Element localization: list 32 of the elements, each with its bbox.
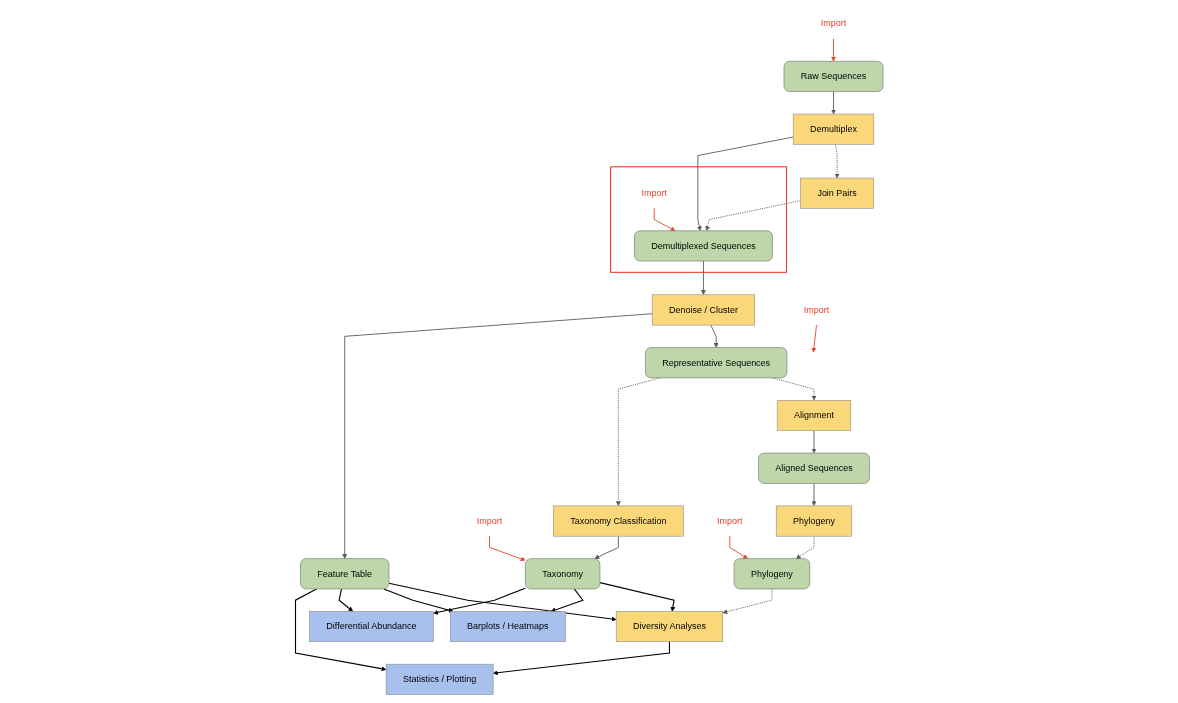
arrow (338, 588, 353, 612)
node-box (792, 113, 874, 145)
node-box (757, 452, 870, 484)
node-box (733, 558, 810, 590)
node-box (775, 505, 852, 537)
node-text: Import (820, 18, 846, 29)
arrow (550, 588, 584, 613)
arrow (294, 588, 387, 672)
node-box (644, 347, 787, 379)
node-box (651, 294, 755, 326)
node-box (524, 558, 600, 590)
node-box (800, 177, 874, 209)
arrow (388, 582, 617, 622)
node-box (783, 61, 884, 92)
node-box (299, 558, 389, 590)
arrow (599, 582, 676, 612)
arrow (432, 587, 526, 615)
arrow (492, 641, 670, 676)
node-box (776, 400, 851, 431)
node-box (552, 505, 684, 537)
arrow (383, 588, 454, 613)
node-box (449, 611, 566, 642)
node-text: Import (641, 188, 667, 198)
cluster (609, 166, 787, 273)
node-box (385, 663, 494, 695)
node-box (633, 230, 773, 262)
flowchart: Import Raw Sequences Demultiplex Import Join Pairs Demultiplexed Sequences Denoise / Cluster Import Representative Sequences Alignment Aligned Sequences Import Taxonomy Classification Import Phylogeny Feature Table Taxonomy Phylogeny Differential Abundance Barplots / Heatmaps Diversity Analyses Statistics / Plotting (290, 4, 888, 699)
node-text: Import (716, 515, 743, 526)
node-text: Import (476, 515, 502, 526)
node-box (308, 611, 434, 642)
node-box (615, 611, 723, 642)
node-text: Import (803, 304, 829, 315)
